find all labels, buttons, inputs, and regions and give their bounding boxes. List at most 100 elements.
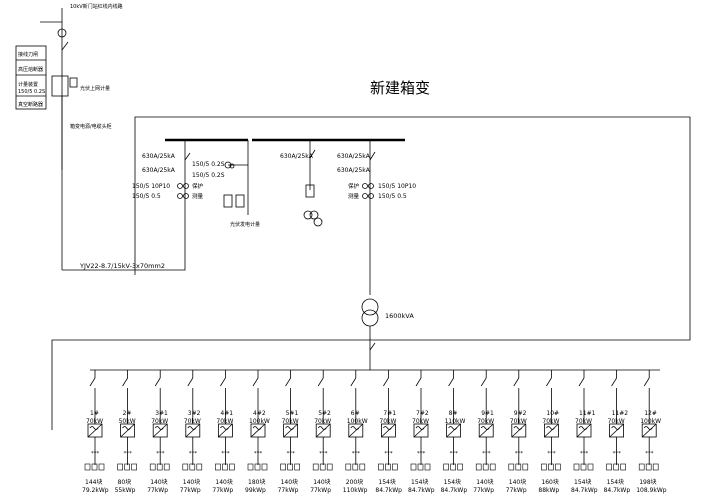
capacity: 77kWp bbox=[147, 487, 168, 494]
incoming-ct-meas: 150/5 0.5 bbox=[132, 193, 161, 200]
dots: *** bbox=[417, 451, 426, 457]
legend-item: 真空断路器 bbox=[18, 101, 43, 108]
inverter-power: 70kW bbox=[314, 418, 331, 425]
inverter-power: 110kW bbox=[445, 418, 466, 425]
inverter-id: 2# bbox=[123, 410, 132, 417]
dots: *** bbox=[124, 451, 133, 457]
inverter-power: 70kW bbox=[86, 418, 103, 425]
inverter-id: 8# bbox=[449, 410, 458, 417]
out-ct-meas: 150/5 0.5 bbox=[378, 193, 407, 200]
legend-item: 接线刀闸 bbox=[18, 51, 38, 58]
inverter-power: 100kW bbox=[640, 418, 661, 425]
module-count: 154块 bbox=[607, 478, 624, 486]
dots: *** bbox=[515, 451, 524, 457]
inverter-power: 50kW bbox=[119, 418, 136, 425]
capacity: 84.7kWp bbox=[571, 487, 598, 494]
dots: *** bbox=[221, 451, 230, 457]
dots: *** bbox=[580, 451, 589, 457]
inverter-id: 1# bbox=[90, 410, 99, 417]
inverter-id: 9#2 bbox=[514, 410, 527, 417]
inverter-power: 70kW bbox=[151, 418, 168, 425]
inverter-id: 12# bbox=[644, 410, 657, 417]
capacity: 77kWp bbox=[310, 487, 331, 494]
legend-item: 高压熔断器 bbox=[18, 66, 43, 73]
module-count: 140块 bbox=[281, 478, 298, 486]
capacity: 88kWp bbox=[538, 487, 559, 494]
module-count: 140块 bbox=[313, 478, 330, 486]
module-count: 144块 bbox=[85, 478, 102, 486]
inverter-id: 10# bbox=[546, 410, 559, 417]
inverter-power: 70kW bbox=[608, 418, 625, 425]
module-count: 154块 bbox=[378, 478, 395, 486]
incoming-breaker-2: 630A/25kA bbox=[142, 167, 176, 174]
incoming-meas-tag: 测量 bbox=[192, 192, 204, 200]
inverter-id: 4#1 bbox=[220, 410, 233, 417]
dots: *** bbox=[384, 451, 393, 457]
dots: *** bbox=[482, 451, 491, 457]
inverter-power: 70kW bbox=[510, 418, 527, 425]
capacity: 84.7kWp bbox=[408, 487, 435, 494]
inverter-power: 70kW bbox=[542, 418, 559, 425]
incoming-breaker: 630A/25kA bbox=[142, 153, 176, 160]
capacity: 77kWp bbox=[473, 487, 494, 494]
box-title: 新建箱变 bbox=[370, 79, 430, 97]
module-count: 154块 bbox=[574, 478, 591, 486]
capacity: 55kWp bbox=[115, 487, 136, 494]
incoming-ct-prot: 150/5 10P10 bbox=[132, 183, 170, 190]
dots: *** bbox=[613, 451, 622, 457]
module-count: 154块 bbox=[411, 478, 428, 486]
pt-breaker: 630A/25kA bbox=[280, 153, 314, 160]
inverter-power: 100kW bbox=[347, 418, 368, 425]
module-count: 198块 bbox=[639, 478, 656, 486]
dots: *** bbox=[189, 451, 198, 457]
inverter-power: 70kW bbox=[412, 418, 429, 425]
capacity: 110kWp bbox=[343, 487, 368, 494]
dots: *** bbox=[352, 451, 361, 457]
inverter-id: 3#2 bbox=[188, 410, 201, 417]
pv-meter-label: 光伏上网计量 bbox=[80, 85, 110, 92]
capacity: 77kWp bbox=[212, 487, 233, 494]
capacity: 77kWp bbox=[506, 487, 527, 494]
module-count: 180块 bbox=[248, 478, 265, 486]
inverter-id: 4#2 bbox=[253, 410, 266, 417]
module-count: 140块 bbox=[215, 478, 232, 486]
module-count: 140块 bbox=[476, 478, 493, 486]
module-count: 140块 bbox=[150, 478, 167, 486]
module-count: 140块 bbox=[183, 478, 200, 486]
module-count: 200块 bbox=[346, 478, 363, 486]
out-meas-tag: 测量 bbox=[348, 192, 360, 200]
inverter-branches: 1#70kW***144块79.2kWp2#50kW***80块55kWp3#1… bbox=[82, 370, 667, 494]
inverter-id: 9#1 bbox=[481, 410, 494, 417]
dots: *** bbox=[547, 451, 556, 457]
capacity: 84.7kWp bbox=[604, 487, 631, 494]
legend-item: 计量装置 bbox=[18, 81, 38, 88]
top-label: 10kV新门站红线内线路 bbox=[70, 3, 123, 10]
out-prot-tag: 保护 bbox=[348, 182, 360, 190]
aux-label: 箱变电源/电缆头柜 bbox=[70, 123, 112, 130]
inverter-power: 70kW bbox=[282, 418, 299, 425]
dots: *** bbox=[254, 451, 263, 457]
capacity: 84.7kWp bbox=[441, 487, 468, 494]
module-count: 140块 bbox=[509, 478, 526, 486]
out-ct-prot: 150/5 10P10 bbox=[378, 183, 416, 190]
incoming-ct-meter: 150/5 0.2S bbox=[192, 161, 225, 168]
dots: *** bbox=[287, 451, 296, 457]
cable-label: YJV22-8.7/15kV-3x70mm2 bbox=[79, 262, 165, 270]
incoming-ct-meter-2: 150/5 0.2S bbox=[192, 172, 225, 179]
inverter-power: 100kW bbox=[249, 418, 270, 425]
inverter-power: 70kW bbox=[379, 418, 396, 425]
